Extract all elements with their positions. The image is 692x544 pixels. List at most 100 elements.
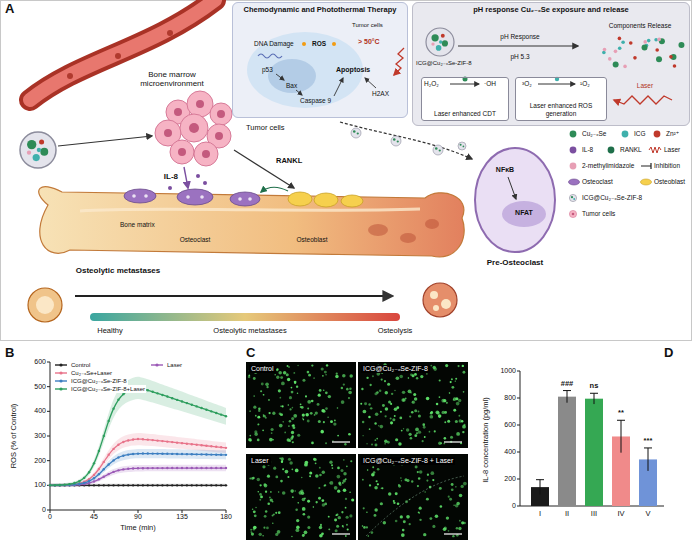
fluorescent-cell	[255, 415, 257, 417]
arrow	[296, 90, 302, 95]
fluorescent-cell	[277, 530, 281, 534]
fluorescent-cell	[297, 434, 300, 437]
data-point	[176, 399, 178, 401]
fluorescent-cell	[375, 412, 379, 416]
fluorescent-cell	[410, 437, 413, 440]
fluorescent-cell	[366, 526, 368, 528]
gradient-bar	[90, 313, 400, 321]
fluorescent-cell	[369, 484, 371, 486]
fluorescent-cell	[415, 428, 419, 432]
particle-label: ICG@Cu₂₋ₓSe-ZIF-8	[416, 60, 472, 66]
axis-tick: 400	[34, 407, 46, 414]
fluorescent-cell	[341, 511, 343, 513]
fluorescent-cell	[414, 397, 417, 400]
released-component	[643, 40, 647, 44]
fluorescent-cell	[254, 514, 257, 517]
category-label: II	[565, 509, 569, 518]
fluorescent-cell	[350, 460, 352, 462]
tumor-cell-illustration	[247, 32, 404, 108]
fluorescent-cell	[393, 502, 395, 504]
bone-section	[423, 283, 457, 317]
data-point	[112, 448, 114, 450]
therapy-region-fill	[232, 2, 408, 118]
fluorescent-cell	[342, 525, 344, 527]
data-point	[107, 473, 109, 475]
released-component	[673, 64, 677, 68]
fluorescent-cell	[294, 381, 297, 384]
fluorescent-cell	[409, 433, 412, 436]
fluorescent-cell	[311, 400, 314, 403]
fluorescent-cell	[334, 486, 338, 490]
fluorescent-cell	[248, 438, 251, 441]
axis-tick: 400	[504, 448, 516, 455]
micrograph-tiles	[248, 363, 467, 537]
particle-component	[27, 151, 31, 155]
data-point	[112, 459, 114, 461]
particle-component	[441, 34, 445, 38]
color-dot	[570, 147, 577, 154]
fluorescent-cell	[371, 531, 374, 534]
fluorescent-cell	[325, 374, 327, 376]
line-sample	[151, 364, 163, 365]
data-point	[161, 394, 163, 396]
fluorescent-cell	[297, 502, 299, 504]
fluorescent-cell	[260, 496, 263, 499]
fluorescent-cell	[315, 501, 317, 503]
fluorescent-cell	[328, 528, 330, 530]
label-holder: 200	[504, 475, 516, 483]
fluorescent-cell	[463, 371, 466, 374]
particle-component	[463, 146, 465, 148]
label-holder: ICG@Cu₂₋ₓSe-ZIF-8	[416, 60, 472, 67]
data-point	[156, 484, 158, 486]
error-bar	[563, 391, 571, 403]
data-point	[142, 438, 144, 440]
particle-component	[33, 154, 40, 161]
fluorescent-cell	[401, 430, 403, 432]
data-point	[186, 442, 188, 444]
fluorescent-cell	[318, 420, 321, 423]
arrow	[334, 78, 343, 96]
label-holder: III	[591, 510, 597, 519]
released-component	[678, 42, 684, 48]
fluorescent-cell	[334, 519, 337, 522]
fluorescent-cell	[349, 388, 351, 390]
data-point	[220, 454, 222, 456]
data-point	[112, 471, 114, 473]
data-point	[117, 443, 119, 445]
fluorescent-cell	[377, 483, 379, 485]
fluorescent-cell	[401, 480, 402, 481]
fluorescent-cell	[318, 394, 321, 397]
fluorescent-cell	[348, 397, 350, 399]
chemical-label: ¹O₂	[580, 80, 590, 87]
label-holder: Laser	[637, 82, 653, 89]
label-holder: ns	[590, 382, 599, 391]
data-point	[151, 467, 153, 469]
color-dot	[570, 131, 577, 138]
fluorescent-cell	[287, 476, 289, 478]
fluorescent-cell	[444, 421, 446, 423]
label-holder: Healthy	[97, 327, 122, 336]
color-dot	[570, 163, 577, 170]
fluorescent-cell	[265, 510, 268, 513]
nucleus	[215, 132, 223, 140]
fluorescent-cell	[419, 470, 423, 474]
data-point	[195, 444, 197, 446]
fluorescent-cell	[290, 489, 294, 493]
fluorescent-cell	[384, 380, 386, 382]
particle-component	[39, 139, 44, 144]
label-holder: 100	[34, 481, 46, 489]
temperature-label: > 50°C	[358, 38, 380, 45]
data-point	[93, 484, 95, 486]
data-point	[127, 468, 129, 470]
fluorescent-cell	[343, 488, 347, 492]
nanoparticle	[433, 145, 443, 155]
label-holder: ROS (% of Control)	[10, 404, 19, 469]
fluorescent-cell	[430, 365, 432, 367]
data-point	[220, 413, 222, 415]
fluorescent-cell	[275, 512, 277, 514]
fluorescent-cell	[321, 367, 324, 370]
fluorescent-cell	[303, 534, 305, 536]
blood-vessel	[30, 0, 215, 100]
release-illustration	[450, 46, 672, 104]
data-point	[103, 461, 105, 463]
